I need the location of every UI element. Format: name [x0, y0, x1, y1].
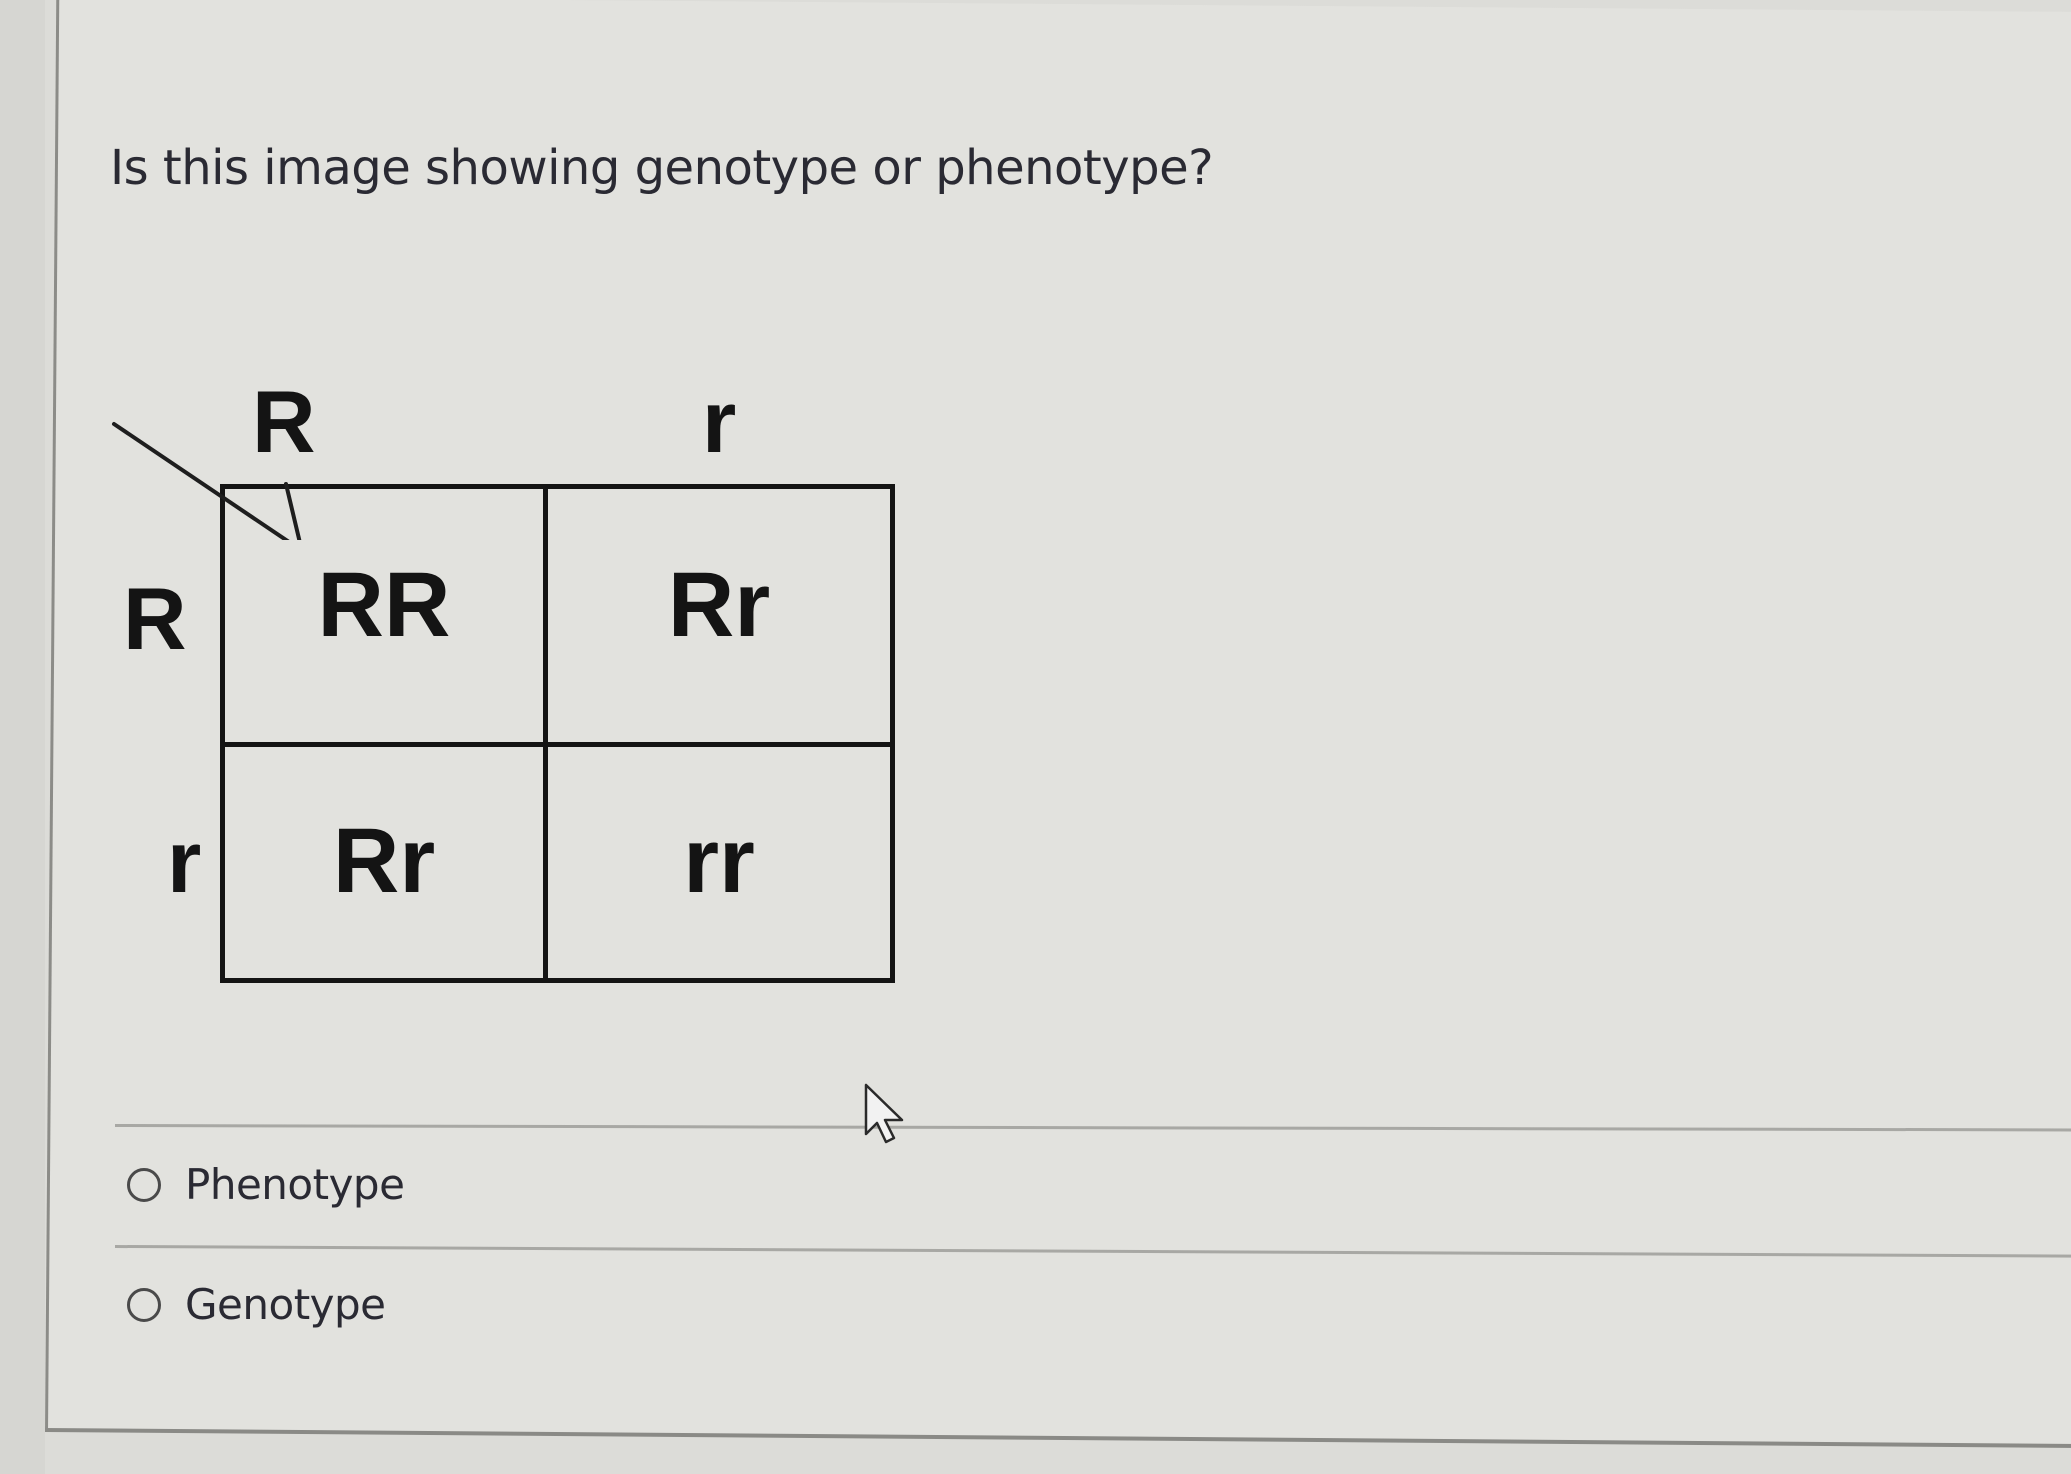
cell-r1c2: Rr	[667, 554, 771, 656]
question-text: Is this image showing genotype or phenot…	[110, 140, 1214, 196]
arrow-icon	[112, 422, 302, 540]
punnett-grid: RR Rr Rr rr	[220, 484, 895, 983]
mouse-cursor-icon	[864, 1083, 904, 1144]
top-allele-2: r	[702, 372, 737, 471]
cell-r1c1: RR	[317, 554, 451, 656]
grid-divider-horizontal	[225, 742, 890, 747]
answer-label-phenotype: Phenotype	[185, 1160, 405, 1209]
outer-background	[0, 0, 45, 1474]
punnett-square-image: R r R r RR Rr Rr rr	[110, 372, 910, 1000]
grid-divider-vertical	[543, 489, 548, 978]
side-allele-2: r	[167, 812, 202, 911]
radio-button-genotype[interactable]	[127, 1287, 161, 1322]
radio-button-phenotype[interactable]	[127, 1167, 161, 1202]
answer-label-genotype: Genotype	[185, 1280, 386, 1329]
top-allele-1: R	[252, 372, 316, 471]
answer-option-genotype[interactable]: Genotype	[127, 1280, 386, 1329]
cell-r2c1: Rr	[332, 810, 436, 912]
answer-option-phenotype[interactable]: Phenotype	[127, 1160, 405, 1209]
side-allele-1: R	[123, 569, 187, 668]
cell-r2c2: rr	[683, 810, 755, 912]
